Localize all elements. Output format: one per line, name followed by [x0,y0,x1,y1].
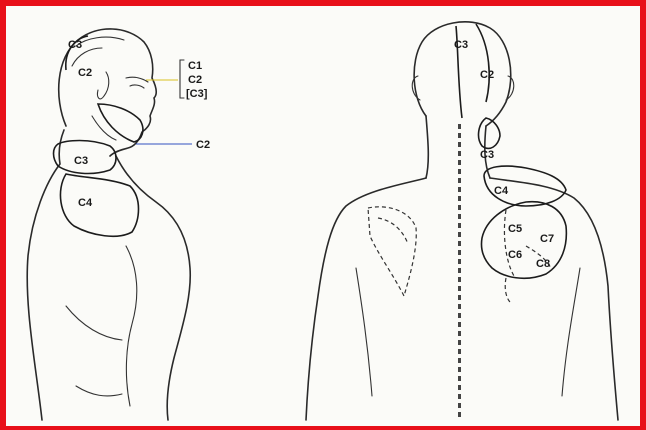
back-head-outline [414,22,511,126]
spine-dot [458,268,461,273]
label-back-c2-head: C2 [480,69,494,81]
side-zone-c2-jaw [98,104,143,142]
side-back-outline [27,130,64,420]
spine-dot [458,349,461,354]
side-view-figure: C3 C2 C1 C2 [C3] C2 C3 C4 [27,29,210,420]
spine-dot [458,259,461,264]
spine-dot [458,160,461,165]
label-back-c3-neck: C3 [480,149,494,161]
dermatome-bracket [180,60,184,98]
label-back-c4: C4 [494,185,509,197]
label-side-c2-head: C2 [78,67,92,79]
spine-dot [458,322,461,327]
spine-dot [458,340,461,345]
label-back-c6: C6 [508,249,522,261]
spine-dot [458,376,461,381]
spine-dot [458,331,461,336]
label-jaw-c2: C2 [196,139,210,151]
spine-dot [458,403,461,408]
spine-dot [458,223,461,228]
spine-dot [458,295,461,300]
spine-dot [458,232,461,237]
left-scapula-outline [368,207,416,296]
side-ear [97,72,108,99]
spine-dot [458,241,461,246]
label-neck-c3: C3 [74,155,88,167]
spine-dot [458,313,461,318]
label-back-c5: C5 [508,223,522,235]
spine-dot [458,385,461,390]
label-back-c8: C8 [536,258,550,270]
dermatome-illustration: C3 C2 C1 C2 [C3] C2 C3 C4 [6,6,640,426]
spine-dot [458,178,461,183]
spine-dot [458,169,461,174]
label-back-c3-head: C3 [454,39,468,51]
spine-dot [458,394,461,399]
spine-dot [458,133,461,138]
spine-dot [458,187,461,192]
spine-dot [458,142,461,147]
spine-dotted-line [458,124,461,417]
back-view-figure: C3 C2 C3 C4 C5 C6 C7 C8 [306,22,618,420]
label-back-c7: C7 [540,233,554,245]
spine-dot [458,277,461,282]
label-side-c3-top: C3 [68,39,82,51]
label-bracket-c2: C2 [188,74,202,86]
spine-dot [458,124,461,129]
label-bracket-c1: C1 [188,60,202,72]
spine-dot [458,214,461,219]
back-right-outline [490,178,618,420]
spine-dot [458,412,461,417]
spine-dot [458,196,461,201]
spine-dot [458,286,461,291]
back-zone-c2-boundary [476,24,489,102]
back-zone-c3-neck [479,118,500,148]
label-shoulder-c4: C4 [78,197,93,209]
spine-dot [458,358,461,363]
label-bracket-c3: [C3] [186,88,208,100]
spine-dot [458,250,461,255]
spine-dot [458,151,461,156]
right-scapula-tail [505,278,510,302]
spine-dot [458,205,461,210]
back-left-outline [306,178,426,420]
spine-dot [458,304,461,309]
spine-dot [458,367,461,372]
side-zone-c4-shoulder [60,174,138,236]
